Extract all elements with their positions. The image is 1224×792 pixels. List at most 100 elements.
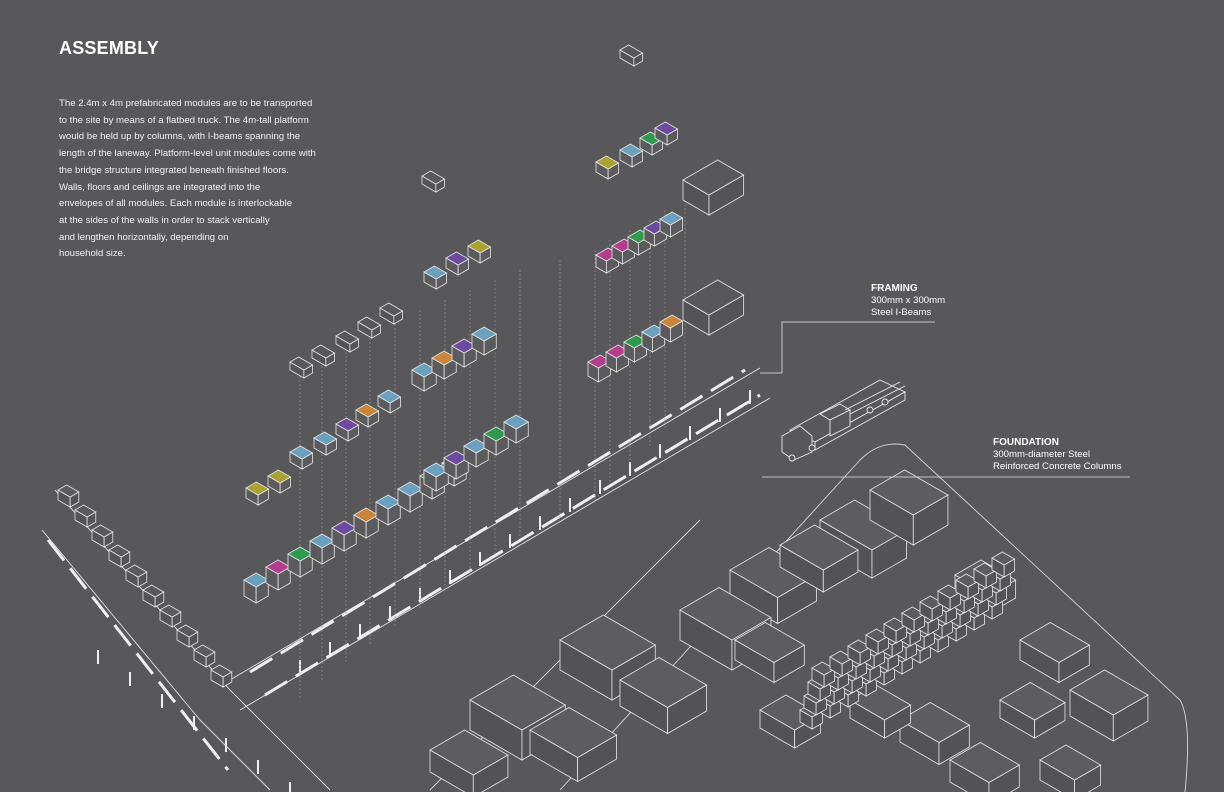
unit-module — [423, 265, 448, 290]
exploded-unit-modules — [245, 44, 745, 506]
outline-module — [379, 302, 404, 325]
unit-module — [639, 131, 664, 156]
unit-module — [471, 326, 498, 356]
framing-spec-line: Steel I-Beams — [871, 307, 932, 318]
unit-module — [335, 417, 360, 442]
city-block — [429, 729, 509, 792]
outline-module — [421, 170, 446, 193]
module-box — [193, 644, 216, 668]
unit-module — [467, 239, 492, 264]
city-block — [734, 622, 806, 684]
tower-module — [847, 639, 872, 666]
unit-module — [431, 350, 458, 380]
description-paragraph: The 2.4m x 4m prefabricated modules are … — [59, 96, 359, 263]
unit-module — [654, 121, 679, 146]
tower-module — [937, 584, 962, 611]
description-line: would be held up by columns, with I-beam… — [59, 131, 301, 143]
unit-module — [659, 314, 684, 343]
tower-module — [991, 551, 1016, 578]
description-line: to the site by means of a flatbed truck.… — [59, 114, 309, 126]
description-line: at the sides of the walls in order to st… — [59, 214, 270, 226]
outline-module — [619, 44, 644, 67]
city-block — [1019, 622, 1091, 684]
description-line: envelopes of all modules. Each module is… — [59, 198, 293, 210]
left-module-strip — [57, 484, 233, 688]
city-block — [529, 707, 618, 783]
framing-callout: FRAMING 300mm x 300mm Steel I-Beams — [871, 283, 945, 319]
module-box — [176, 624, 199, 648]
unit-module — [287, 546, 314, 578]
outline-module — [682, 159, 745, 216]
unit-module — [267, 469, 292, 494]
unit-module — [331, 520, 358, 552]
unit-module — [289, 445, 314, 470]
tower-module — [973, 562, 998, 589]
unit-module — [265, 559, 292, 591]
city-block — [1069, 669, 1149, 742]
page-title: ASSEMBLY — [59, 38, 159, 58]
description-line: the bridge structure integrated beneath … — [59, 164, 289, 176]
module-box — [57, 484, 80, 508]
unit-module — [463, 438, 490, 468]
module-box — [210, 664, 233, 688]
foundation-heading: FOUNDATION — [993, 437, 1059, 448]
framing-spec-line: 300mm x 300mm — [871, 295, 946, 306]
framing-heading: FRAMING — [871, 283, 918, 294]
outline-module — [311, 344, 336, 367]
unit-module — [377, 389, 402, 414]
module-box — [108, 544, 131, 568]
unit-module — [443, 450, 470, 480]
description-line: household size. — [59, 248, 126, 260]
outline-module — [335, 330, 360, 353]
module-box — [142, 584, 165, 608]
foundation-columns — [97, 390, 751, 792]
unit-module — [503, 414, 530, 444]
module-box — [125, 564, 148, 588]
unit-module — [619, 143, 644, 168]
foundation-spec-line: Reinforced Concrete Columns — [993, 461, 1122, 472]
flatbed-truck — [781, 379, 906, 462]
city-block — [779, 524, 859, 593]
module-box — [159, 604, 182, 628]
unit-module — [355, 403, 380, 428]
city-block — [619, 657, 708, 735]
city-block — [729, 547, 818, 625]
description-line: length of the laneway. Platform-level un… — [59, 148, 316, 160]
callout-leaders — [760, 321, 1130, 478]
foundation-spec-line: 300mm-diameter Steel — [993, 449, 1091, 460]
unit-module — [375, 494, 402, 526]
foundation-callout: FOUNDATION 300mm-diameter Steel Reinforc… — [993, 437, 1122, 473]
outline-module — [682, 279, 745, 336]
unit-module — [483, 426, 510, 456]
unit-module — [353, 507, 380, 539]
tower-module — [829, 650, 854, 677]
platform-level-modules — [243, 211, 684, 604]
outline-module — [357, 316, 382, 339]
unit-module — [659, 211, 684, 238]
description-line: and lengthen horizontally, depending on — [59, 231, 229, 243]
tower-module — [883, 617, 908, 644]
stacked-modules-tower — [799, 551, 1016, 730]
city-block — [1039, 744, 1102, 792]
tower-module — [865, 628, 890, 655]
tower-module — [919, 595, 944, 622]
unit-module — [245, 481, 270, 506]
module-box — [91, 524, 114, 548]
unit-module — [313, 431, 338, 456]
unit-module — [309, 533, 336, 565]
unit-module — [243, 572, 270, 604]
unit-module — [397, 481, 424, 513]
tower-module — [811, 661, 836, 688]
i-beams — [46, 368, 761, 771]
city-block — [949, 742, 1021, 792]
outline-module — [289, 356, 314, 379]
unit-module — [445, 251, 470, 276]
unit-module — [643, 220, 668, 247]
description-line: The 2.4m x 4m prefabricated modules are … — [59, 98, 313, 109]
module-box — [74, 504, 97, 528]
city-blocks — [429, 443, 1189, 792]
unit-module — [595, 155, 620, 180]
city-block — [899, 702, 971, 766]
description-line: Walls, floors and ceilings are integrate… — [59, 181, 261, 193]
